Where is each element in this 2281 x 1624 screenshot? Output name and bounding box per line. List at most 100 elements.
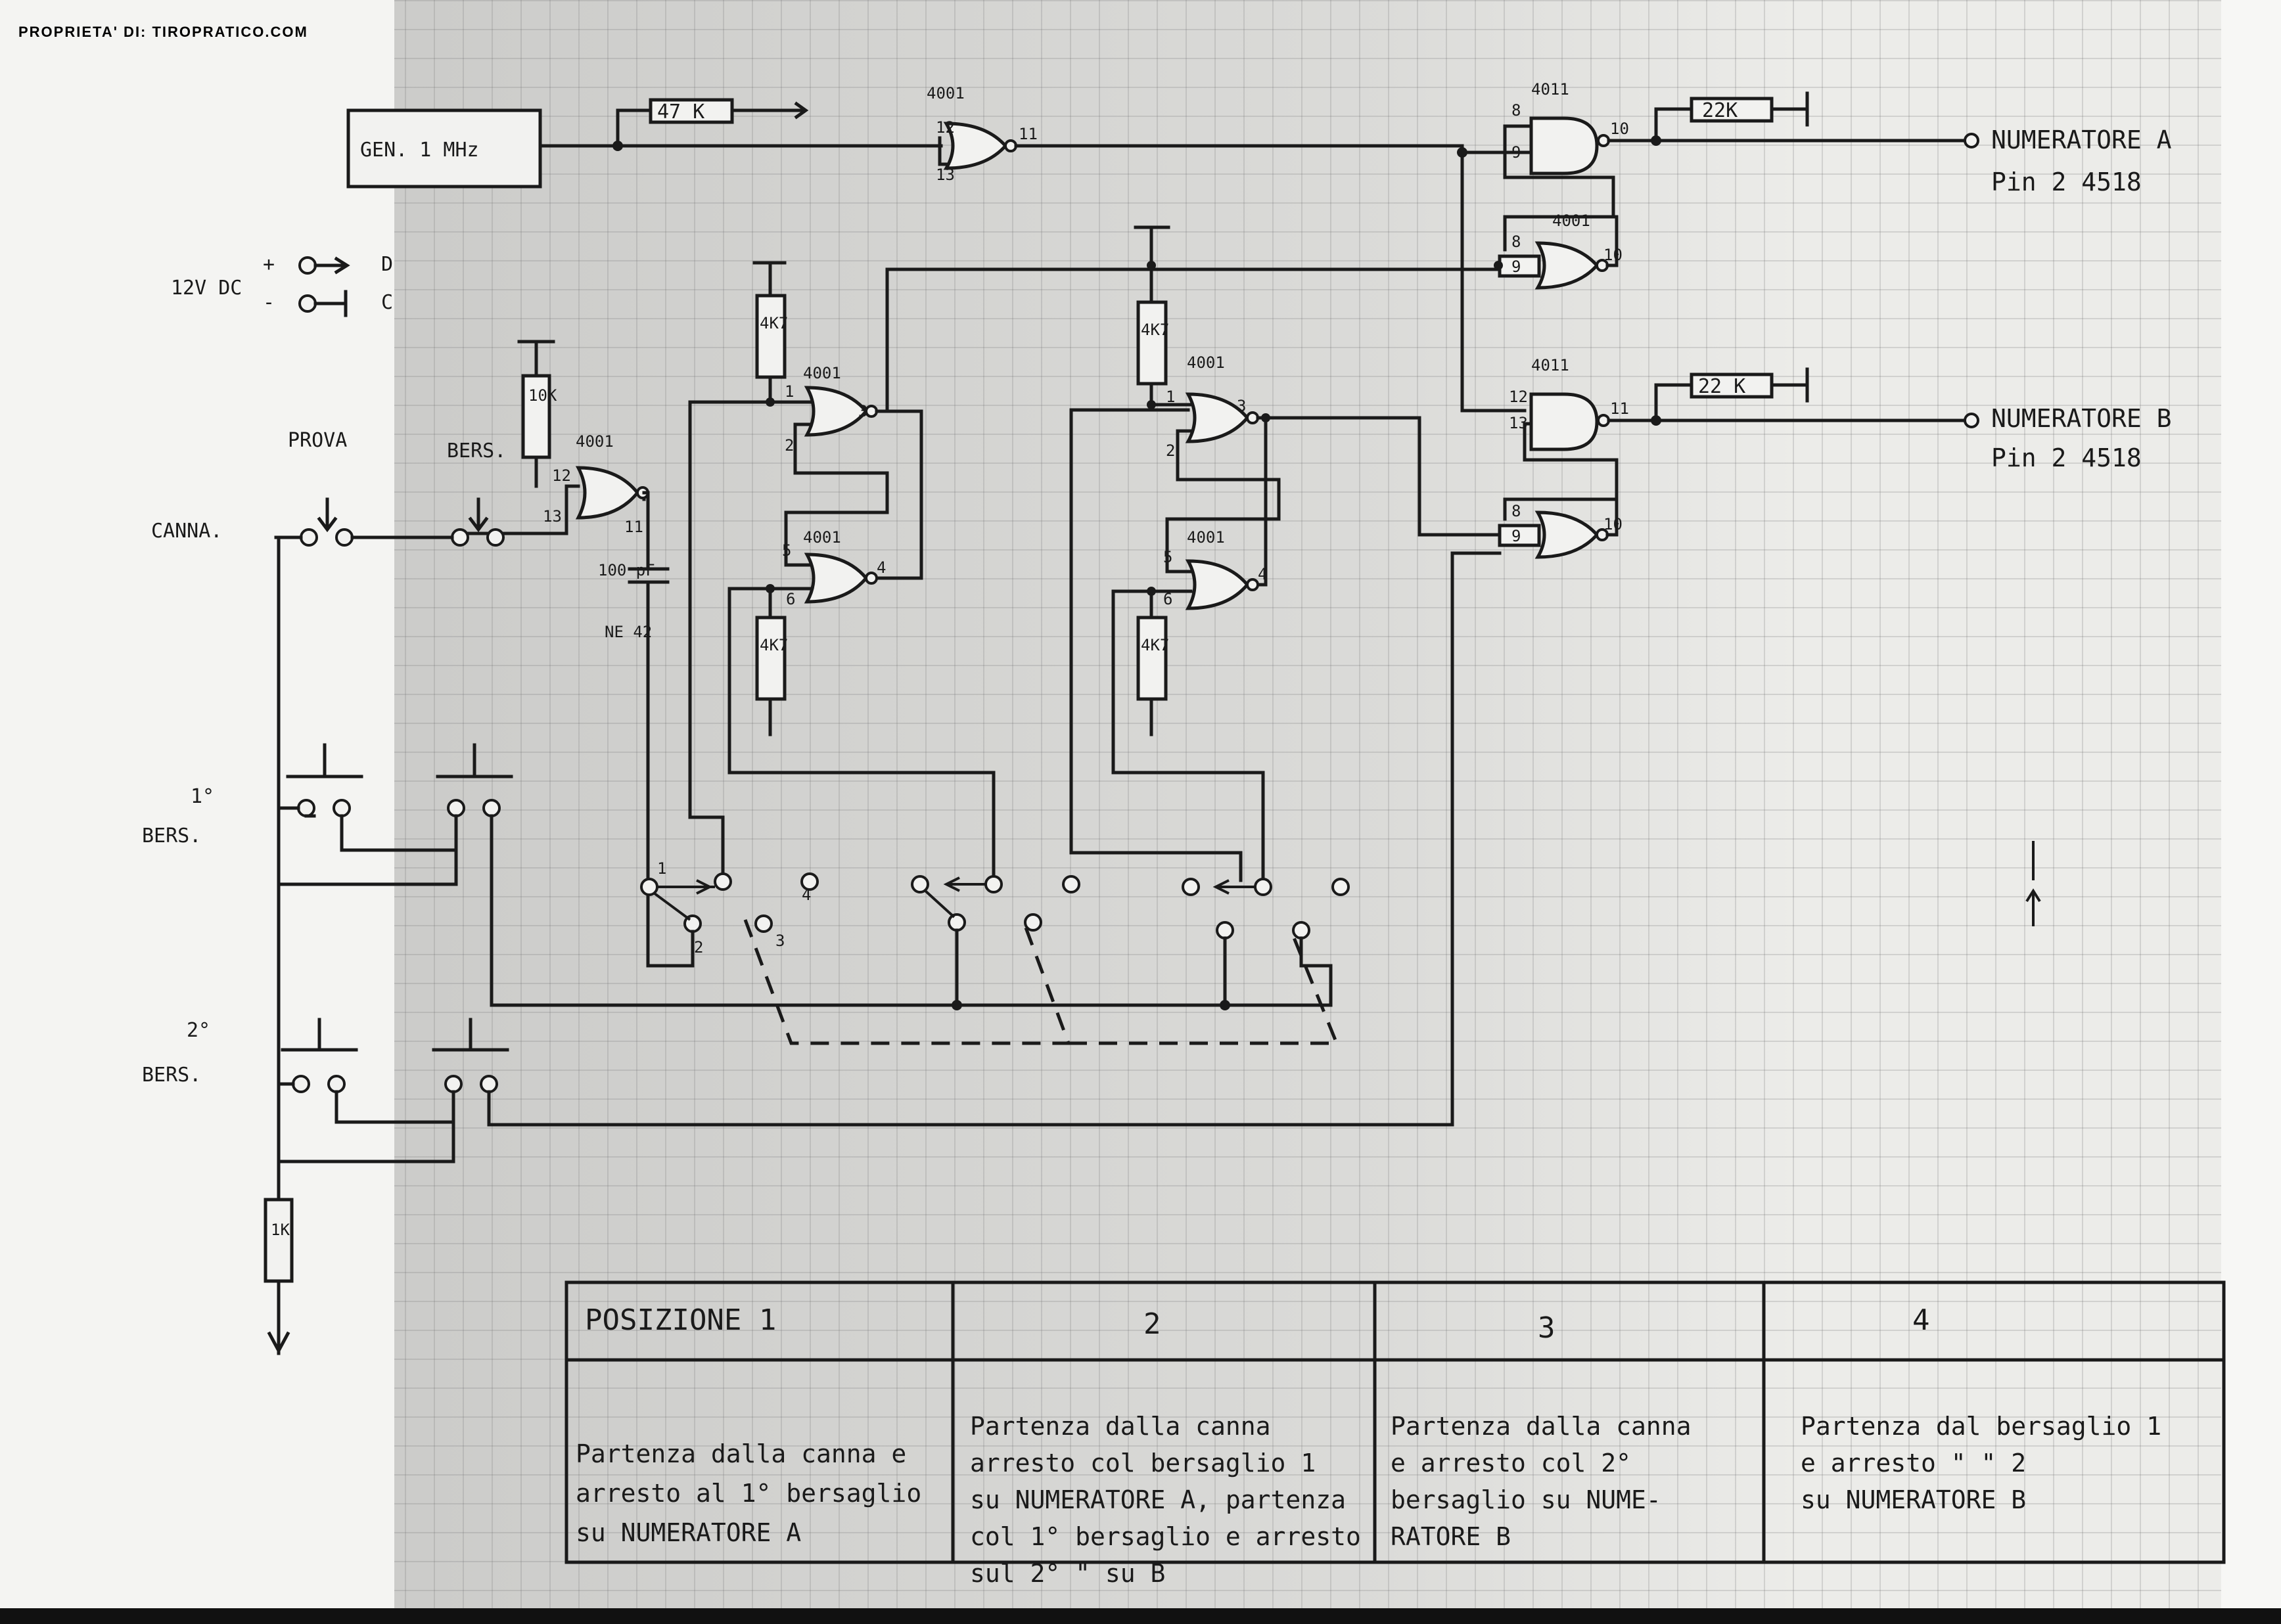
capacitor-label: 100 pF	[598, 561, 655, 579]
bers-contact-right[interactable]	[486, 528, 505, 547]
bers2-button-a[interactable]	[281, 1018, 358, 1052]
resistor-4k7-b	[755, 616, 787, 701]
pin-label: 9	[1511, 527, 1521, 545]
switch-contact[interactable]	[800, 872, 819, 891]
pin-label: 8	[1511, 502, 1521, 520]
switch-contact[interactable]	[984, 875, 1003, 893]
margin-arrow-icon	[2025, 841, 2041, 926]
switch-contact[interactable]	[714, 872, 732, 891]
switch-contact[interactable]	[1062, 875, 1080, 893]
chip-label-4011: 4011	[1531, 80, 1569, 99]
latch2-set	[1069, 408, 1243, 882]
bers2-contact[interactable]	[292, 1075, 310, 1093]
switch-contact[interactable]	[1254, 878, 1272, 896]
bers-button[interactable]	[468, 497, 489, 533]
latch2-wiring	[1149, 403, 1281, 521]
table-cell-line: Partenza dalla canna	[970, 1412, 1271, 1441]
resistor-10k-label: 10K	[528, 386, 557, 405]
switch-pos-2: 2	[694, 938, 703, 957]
switch-contact[interactable]	[1292, 921, 1310, 939]
table-header-pos4: 4	[1912, 1303, 1930, 1337]
prova-contact-left[interactable]	[300, 528, 318, 547]
bers2-contact[interactable]	[327, 1075, 346, 1093]
table-cell-line: su NUMERATORE A	[576, 1518, 801, 1547]
pin-label: 3	[858, 402, 867, 420]
switch-wiper-3[interactable]	[1212, 879, 1255, 895]
pin-label: 3	[1237, 397, 1246, 415]
resistor-4k7-d	[1136, 616, 1168, 701]
gate-b-feedback	[1523, 422, 1619, 501]
bers1-label: BERS.	[142, 824, 201, 847]
arrow-icon	[794, 101, 809, 120]
paper-light-left	[0, 0, 394, 1624]
bers-contact-left[interactable]	[451, 528, 469, 547]
table-header-pos1: POSIZIONE 1	[585, 1303, 776, 1337]
bers2-return	[277, 1090, 455, 1163]
ground-icon	[1770, 367, 1809, 403]
pin-label: 8	[1511, 101, 1521, 120]
latch1-reset	[727, 587, 996, 882]
prova-contact-right[interactable]	[335, 528, 354, 547]
table-cell-line: Partenza dalla canna e	[576, 1439, 906, 1468]
bers1-button-a[interactable]	[286, 743, 363, 778]
switch-contact[interactable]	[1331, 878, 1350, 896]
generator-box	[346, 108, 542, 189]
numeratore-a-label: NUMERATORE A	[1991, 125, 2172, 154]
table-header-pos3: 3	[1538, 1311, 1555, 1345]
bers1-contact[interactable]	[333, 799, 351, 817]
supply-voltage-label: 12V DC	[171, 277, 242, 300]
output-b-terminal[interactable]	[1964, 413, 1979, 428]
supply-c-label: C	[381, 291, 393, 314]
bers1-contact[interactable]	[482, 799, 501, 817]
bers1-lead	[277, 806, 316, 818]
switch-lead	[1223, 936, 1333, 1007]
resistor-10k	[521, 374, 551, 459]
pin-label: 11	[624, 518, 643, 536]
switch-contact[interactable]	[1024, 913, 1042, 932]
bers1-number: 1°	[191, 785, 214, 808]
nand-gate-a	[1529, 116, 1599, 175]
switch-contact[interactable]	[1216, 921, 1234, 939]
bers1-contact[interactable]	[447, 799, 465, 817]
resistor-1k-label: 1K	[271, 1221, 290, 1239]
bers1-return	[277, 814, 458, 886]
node	[766, 584, 775, 593]
pin-label: 13	[543, 507, 562, 526]
switch-pos-1: 1	[657, 859, 666, 878]
bers1-button-b[interactable]	[436, 743, 513, 778]
prova-button[interactable]	[317, 497, 338, 533]
switch-contact[interactable]	[1182, 878, 1200, 896]
numeratore-a-pin: Pin 2 4518	[1991, 168, 2142, 196]
nand-gate-b	[1529, 392, 1599, 451]
bers1-contact[interactable]	[297, 799, 315, 817]
table-cell-line: col 1° bersaglio e arresto	[970, 1522, 1361, 1551]
switch-contact[interactable]	[640, 878, 658, 896]
pin-label: 12	[552, 466, 571, 485]
bers2-link	[334, 1090, 455, 1124]
supply-plus-terminal[interactable]	[298, 256, 317, 275]
latch1-cross	[868, 409, 923, 580]
table-cell-line: RATORE B	[1391, 1522, 1511, 1551]
pin-label: 9	[1511, 258, 1521, 276]
supply-minus-terminal[interactable]	[298, 294, 317, 313]
pin-label: 11	[1019, 125, 1038, 143]
output-a-terminal[interactable]	[1964, 133, 1979, 148]
switch-wiper-2[interactable]	[924, 876, 986, 918]
table-cell-line: arresto al 1° bersaglio	[576, 1479, 921, 1508]
chip-label-4001: 4001	[927, 84, 965, 102]
supply-minus-label: -	[263, 291, 275, 314]
chip-label-4001: 4001	[576, 432, 614, 451]
paper-light-right	[2221, 0, 2281, 1624]
chip-label-4001: 4001	[1187, 528, 1225, 547]
nor-gate-latch2-bottom	[1185, 559, 1250, 610]
bers2-contact[interactable]	[480, 1075, 498, 1093]
switch-wiper-1[interactable]	[653, 879, 715, 921]
switch-contact[interactable]	[754, 914, 773, 933]
latch2-reset	[1111, 589, 1265, 882]
switch-contact[interactable]	[911, 875, 929, 893]
bers2-button-b[interactable]	[432, 1018, 509, 1052]
switch-contact[interactable]	[948, 913, 966, 932]
bers2-contact[interactable]	[444, 1075, 463, 1093]
prova-label: PROVA	[288, 429, 347, 452]
pin-label: 10	[1603, 515, 1623, 533]
